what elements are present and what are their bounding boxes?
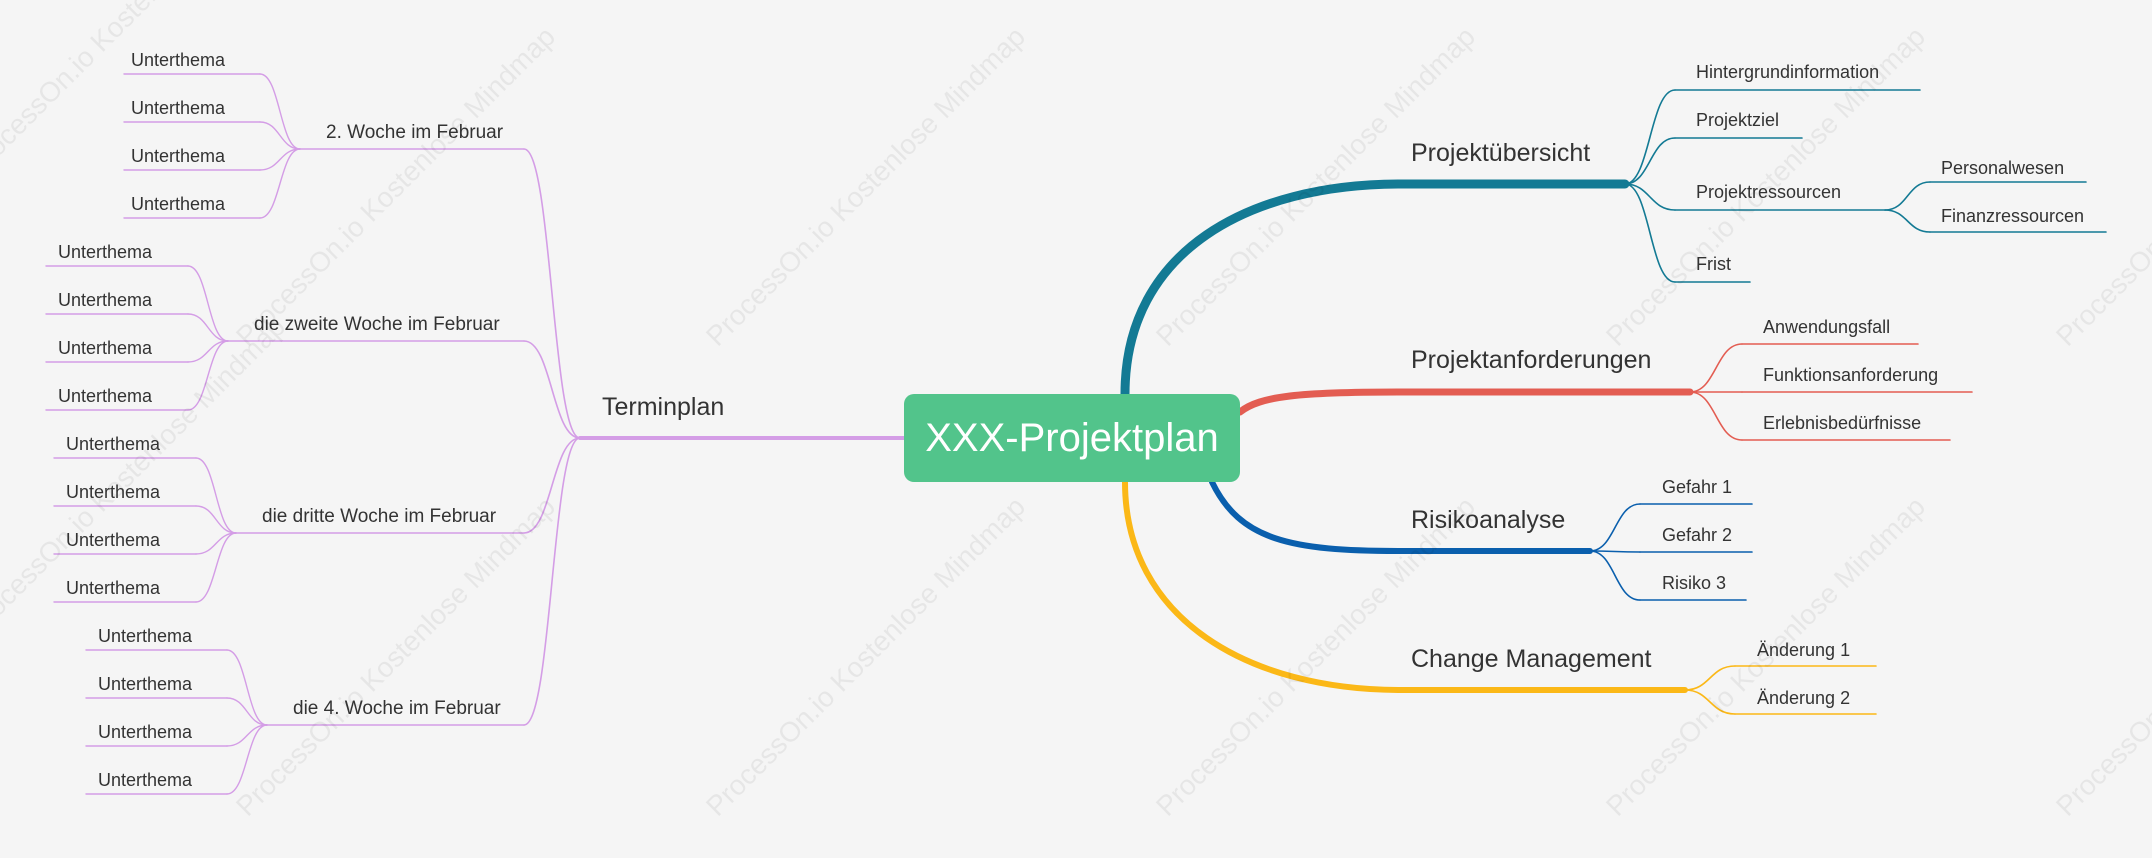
- subtopic[interactable]: Änderung 1: [1757, 640, 1851, 660]
- topic-change-management[interactable]: Change Management: [1411, 645, 1652, 673]
- topic-projektanforderungen[interactable]: Projektanforderungen: [1411, 346, 1652, 374]
- connector: [226, 649, 268, 726]
- subtopic[interactable]: Personalwesen: [1941, 158, 2065, 178]
- connector: [259, 73, 301, 150]
- connector: [187, 265, 229, 342]
- connector: [523, 340, 581, 439]
- subtopic[interactable]: Unterthema: [98, 626, 193, 646]
- subtopic[interactable]: Unterthema: [58, 338, 153, 358]
- week-topic[interactable]: die 4. Woche im Februar: [293, 698, 501, 719]
- connector: [226, 724, 268, 795]
- subtopic[interactable]: Unterthema: [131, 194, 226, 214]
- connector: [523, 148, 581, 439]
- subtopic[interactable]: Gefahr 1: [1662, 477, 1733, 497]
- subtopic[interactable]: Projektziel: [1696, 110, 1780, 130]
- subtopic[interactable]: Frist: [1696, 254, 1731, 274]
- subtopic[interactable]: Risiko 3: [1662, 573, 1727, 593]
- connector: [195, 457, 237, 534]
- connector: [1884, 209, 1931, 233]
- connector: [1589, 550, 1641, 553]
- week-topic[interactable]: die zweite Woche im Februar: [254, 314, 500, 335]
- subtopic[interactable]: Unterthema: [66, 530, 161, 550]
- connector: [523, 437, 581, 534]
- subtopic[interactable]: Unterthema: [131, 146, 226, 166]
- subtopic[interactable]: Unterthema: [98, 770, 193, 790]
- root-topic-label: XXX-Projektplan: [925, 415, 1219, 460]
- connector: [1624, 183, 1676, 283]
- connector: [1624, 89, 1676, 185]
- subtopic[interactable]: Anwendungsfall: [1763, 317, 1891, 337]
- subtopic[interactable]: Finanzressourcen: [1941, 206, 2085, 226]
- subtopic[interactable]: Unterthema: [131, 50, 226, 70]
- subtopic[interactable]: Unterthema: [98, 722, 193, 742]
- topic-risikoanalyse[interactable]: Risikoanalyse: [1411, 506, 1566, 534]
- connector: [1624, 183, 1676, 211]
- connector: [1684, 689, 1736, 715]
- branch-risikoanalyse: [1209, 479, 1593, 554]
- connector: [226, 697, 268, 726]
- subtopic[interactable]: Unterthema: [58, 242, 153, 262]
- subtopic[interactable]: Änderung 2: [1757, 688, 1851, 708]
- subtopic[interactable]: Projektressourcen: [1696, 182, 1842, 202]
- subtopic[interactable]: Erlebnisbedürfnisse: [1763, 413, 1922, 433]
- connector: [1589, 550, 1641, 601]
- branch-projektanforderungen: [1236, 388, 1694, 416]
- subtopic[interactable]: Unterthema: [66, 578, 161, 598]
- connector: [187, 340, 229, 411]
- subtopic[interactable]: Unterthema: [66, 482, 161, 502]
- subtopic[interactable]: Funktionsanforderung: [1763, 365, 1939, 385]
- connector: [1884, 181, 1931, 211]
- connector: [195, 505, 237, 534]
- week-topic[interactable]: die dritte Woche im Februar: [262, 506, 497, 527]
- root-topic[interactable]: XXX-Projektplan: [904, 394, 1240, 482]
- connector: [187, 313, 229, 342]
- topic-projektuebersicht[interactable]: Projektübersicht: [1411, 139, 1591, 167]
- connector: [195, 532, 237, 603]
- connector: [1589, 503, 1641, 552]
- subtopic[interactable]: Unterthema: [58, 290, 153, 310]
- subtopic[interactable]: Hintergrundinformation: [1696, 62, 1880, 82]
- connector: [259, 148, 301, 219]
- connector: [523, 437, 581, 726]
- topic-terminplan[interactable]: Terminplan: [602, 393, 725, 421]
- week-topic[interactable]: 2. Woche im Februar: [326, 122, 504, 143]
- subtopic[interactable]: Unterthema: [66, 434, 161, 454]
- subtopic[interactable]: Unterthema: [98, 674, 193, 694]
- connector: [1684, 665, 1736, 691]
- subtopic[interactable]: Gefahr 2: [1662, 525, 1733, 545]
- subtopic[interactable]: Unterthema: [131, 98, 226, 118]
- connector: [1689, 343, 1743, 393]
- connector: [1624, 137, 1676, 185]
- subtopic[interactable]: Unterthema: [58, 386, 153, 406]
- branch-change-management: [1122, 479, 1688, 693]
- connector: [1689, 391, 1743, 441]
- connector: [259, 121, 301, 150]
- branch-projektuebersicht: [1120, 179, 1630, 399]
